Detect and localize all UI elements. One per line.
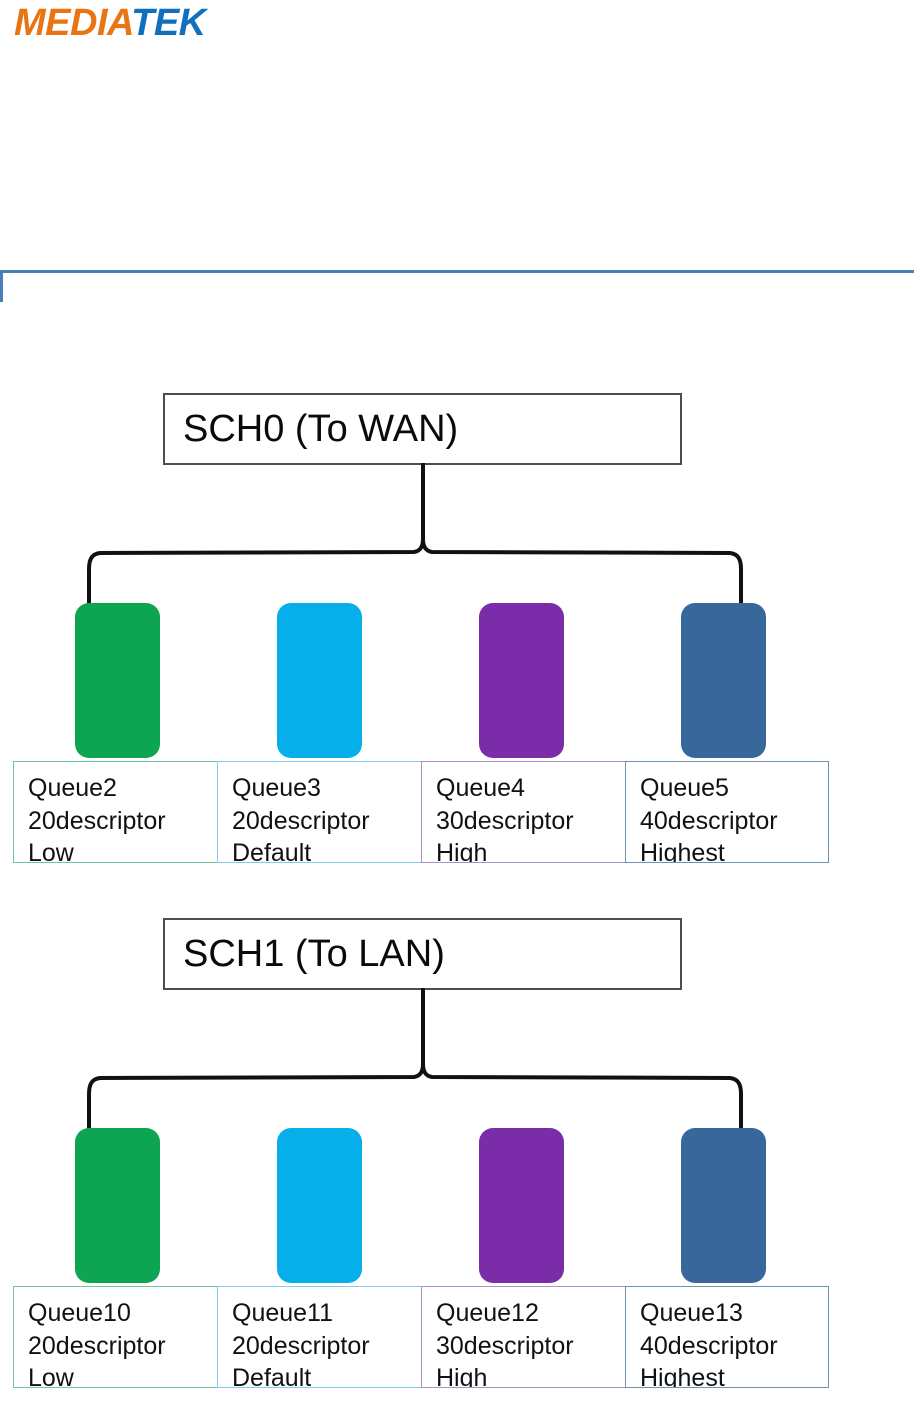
queue-name: Queue2 (28, 774, 117, 802)
queue-bar-queue13 (681, 1128, 766, 1283)
header-divider-tick (0, 272, 3, 302)
queue-descriptor: 20descriptor (232, 806, 370, 835)
queue-table-sch0: Queue2 20descriptor Low Queue3 20descrip… (13, 761, 829, 863)
queue-name: Queue4 (436, 774, 525, 802)
queue-priority: Highest (640, 1364, 725, 1388)
queue-cell-queue2: Queue2 20descriptor Low (13, 761, 217, 863)
queue-descriptor: 20descriptor (28, 806, 166, 835)
queue-descriptor: 30descriptor (436, 1331, 574, 1360)
queue-name: Queue5 (640, 774, 729, 802)
queue-priority: Highest (640, 839, 725, 863)
queue-priority: High (436, 839, 488, 863)
queue-descriptor: 40descriptor (640, 806, 778, 835)
queue-cell-queue3: Queue3 20descriptor Default (217, 761, 421, 863)
queue-cell-queue13: Queue13 40descriptor Highest (625, 1286, 829, 1388)
logo-text-tek: TEK (131, 2, 206, 44)
logo-text-media: MEDIA (14, 2, 132, 44)
queue-priority: Default (232, 839, 312, 863)
scheduler-box-sch1: SCH1 (To LAN) (163, 918, 682, 990)
scheduler-box-sch0: SCH0 (To WAN) (163, 393, 682, 465)
scheduler-title-sch0: SCH0 (To WAN) (183, 408, 459, 450)
queue-name: Queue11 (232, 1299, 334, 1327)
connector-tree-sch0 (87, 463, 743, 640)
queue-bar-queue3 (277, 603, 362, 758)
connector-tree-sch1 (87, 988, 743, 1165)
mediatek-logo: MEDIATEK (14, 2, 206, 45)
queue-name: Queue3 (232, 774, 321, 802)
header-divider (0, 270, 914, 273)
queue-descriptor: 30descriptor (436, 806, 574, 835)
queue-cell-queue12: Queue12 30descriptor High (421, 1286, 625, 1388)
queue-descriptor: 20descriptor (28, 1331, 166, 1360)
queue-priority: Low (28, 1364, 74, 1388)
queue-cell-queue10: Queue10 20descriptor Low (13, 1286, 217, 1388)
queue-table-sch1: Queue10 20descriptor Low Queue11 20descr… (13, 1286, 829, 1388)
queue-bar-queue12 (479, 1128, 564, 1283)
queue-priority: Default (232, 1364, 312, 1388)
queue-descriptor: 40descriptor (640, 1331, 778, 1360)
queue-bar-queue11 (277, 1128, 362, 1283)
queue-bar-queue5 (681, 603, 766, 758)
queue-name: Queue13 (640, 1299, 743, 1327)
queue-cell-queue11: Queue11 20descriptor Default (217, 1286, 421, 1388)
scheduler-title-sch1: SCH1 (To LAN) (183, 933, 445, 975)
queue-bar-queue2 (75, 603, 160, 758)
queue-cell-queue4: Queue4 30descriptor High (421, 761, 625, 863)
queue-bar-queue10 (75, 1128, 160, 1283)
queue-bar-queue4 (479, 603, 564, 758)
queue-name: Queue10 (28, 1299, 131, 1327)
queue-name: Queue12 (436, 1299, 539, 1327)
queue-cell-queue5: Queue5 40descriptor Highest (625, 761, 829, 863)
queue-descriptor: 20descriptor (232, 1331, 370, 1360)
queue-priority: High (436, 1364, 488, 1388)
queue-priority: Low (28, 839, 74, 863)
